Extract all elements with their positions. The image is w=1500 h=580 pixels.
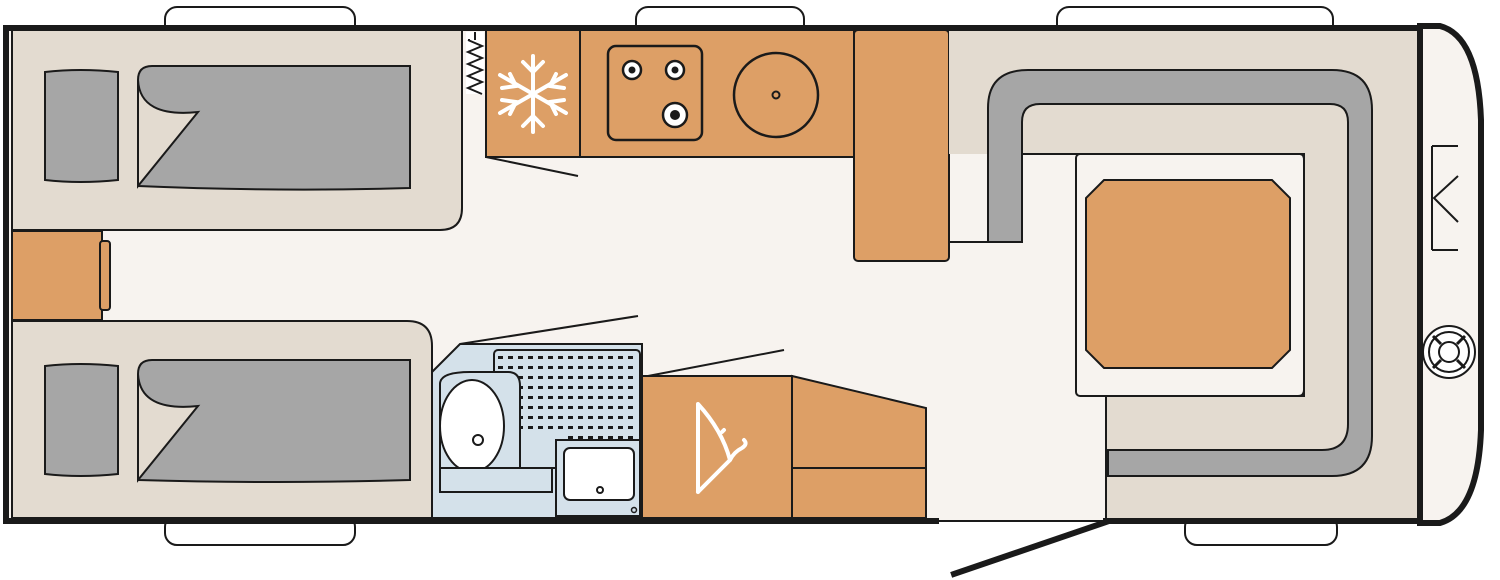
blanket-fold-bottom (137, 373, 201, 483)
bedside-cabinet-edge (99, 240, 111, 311)
entry-door (950, 518, 1110, 578)
coat-hanger-icon (696, 402, 748, 494)
bathroom-door-swing (459, 315, 639, 345)
seat-cushion-back (987, 69, 1373, 477)
wash-basin (555, 439, 641, 517)
toilet-icon (439, 371, 521, 483)
wardrobe (641, 375, 793, 519)
snowflake-icon (498, 54, 568, 134)
wardrobe-door-swing (647, 349, 785, 377)
blanket-fold-top (137, 79, 201, 189)
mattress-bottom (137, 359, 411, 483)
tow-hitch-icon (1422, 325, 1476, 379)
seat-inner-frame (1075, 153, 1305, 397)
fridge-door-swing (485, 156, 579, 177)
kitchen-counter (579, 29, 855, 158)
tall-cabinet (853, 29, 950, 262)
pillow-top (44, 69, 119, 183)
heater-coil-icon (465, 32, 485, 95)
front-nose (1417, 23, 1484, 526)
outer-walls (3, 25, 1423, 524)
mattress-top (137, 65, 411, 191)
cooktop-icon (606, 44, 704, 142)
front-window-icon (1431, 145, 1459, 251)
bathroom-cabinet (439, 467, 553, 493)
bedside-cabinet (11, 230, 103, 321)
pillow-bottom (44, 363, 119, 477)
dining-table (1085, 179, 1291, 369)
front-seating-base (949, 30, 1418, 520)
round-sink-icon (732, 51, 820, 139)
